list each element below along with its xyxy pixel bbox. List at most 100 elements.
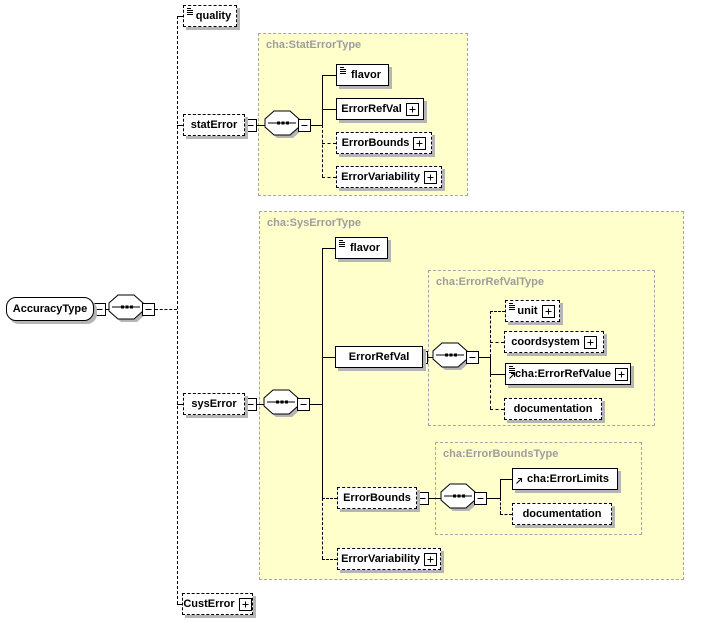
- node-accuracy-type[interactable]: AccuracyType: [6, 297, 94, 321]
- node-label: ErrorRefVal: [348, 350, 410, 363]
- collapse-icon[interactable]: [416, 492, 429, 505]
- sequence-icon[interactable]: [432, 342, 470, 372]
- text-content-icon: [508, 365, 517, 378]
- container-error-ref-val-type: cha:ErrorRefValType: [428, 270, 655, 426]
- connector-line: [490, 374, 505, 375]
- connector-line: [177, 16, 183, 17]
- connector-line: [490, 374, 491, 409]
- node-ref-val-documentation[interactable]: documentation: [504, 398, 602, 420]
- sequence-icon[interactable]: [264, 110, 302, 140]
- node-label: documentation: [522, 507, 602, 520]
- connector-line: [429, 498, 441, 499]
- node-label: flavor: [351, 68, 381, 81]
- connector-line: [479, 357, 490, 358]
- node-stat-flavor[interactable]: flavor: [336, 64, 389, 86]
- node-error-limits[interactable]: cha:ErrorLimits: [512, 468, 618, 490]
- connector-line: [322, 75, 336, 76]
- expand-icon[interactable]: [423, 552, 437, 566]
- node-error-ref-value[interactable]: cha:ErrorRefValue: [505, 363, 631, 385]
- expand-icon[interactable]: [615, 367, 628, 381]
- connector-line: [322, 248, 335, 249]
- node-sys-error[interactable]: sysError: [183, 393, 245, 415]
- connector-line: [257, 125, 265, 126]
- node-sys-flavor[interactable]: flavor: [335, 237, 388, 259]
- node-unit[interactable]: unit: [505, 300, 560, 322]
- expand-icon[interactable]: [423, 170, 437, 184]
- sequence-icon[interactable]: [108, 294, 146, 324]
- node-stat-error-bounds[interactable]: ErrorBounds: [336, 132, 432, 154]
- node-stat-error[interactable]: statError: [183, 114, 245, 136]
- connector-line: [177, 404, 183, 405]
- connector-line: [490, 311, 491, 357]
- connector-line: [177, 604, 182, 605]
- node-sys-error-variability[interactable]: ErrorVariability: [337, 548, 441, 570]
- expand-icon[interactable]: [238, 597, 252, 611]
- node-label: statError: [190, 118, 238, 131]
- connector-line: [310, 404, 322, 405]
- connector-line: [322, 357, 335, 358]
- connector-line: [322, 177, 336, 178]
- connector-line: [106, 309, 110, 310]
- node-label: ErrorVariability: [341, 170, 420, 183]
- container-label: cha:ErrorBoundsType: [443, 448, 559, 460]
- text-content-icon: [339, 66, 348, 79]
- collapse-icon[interactable]: [244, 398, 257, 411]
- collapse-icon[interactable]: [298, 119, 311, 132]
- node-label: CustError: [183, 597, 235, 610]
- connector-line: [177, 16, 178, 604]
- connector-line: [500, 514, 512, 515]
- container-label: cha:SysErrorType: [267, 217, 361, 229]
- container-error-bounds-type: cha:ErrorBoundsType: [435, 442, 642, 535]
- node-quality[interactable]: quality: [183, 5, 237, 27]
- collapse-icon[interactable]: [244, 119, 257, 132]
- connector-line: [500, 498, 501, 514]
- node-label: sysError: [191, 397, 237, 410]
- connector-line: [490, 409, 504, 410]
- node-label: cha:ErrorRefValue: [515, 367, 611, 380]
- connector-line: [490, 357, 491, 374]
- element-reference-icon: [508, 371, 517, 383]
- connector-line: [311, 125, 322, 126]
- node-sys-error-bounds[interactable]: ErrorBounds: [337, 487, 417, 509]
- connector-line: [500, 479, 501, 498]
- expand-icon[interactable]: [405, 102, 419, 116]
- expand-icon[interactable]: [413, 136, 427, 150]
- connector-line: [257, 404, 264, 405]
- sequence-icon[interactable]: [440, 483, 478, 513]
- node-coordsystem[interactable]: coordsystem: [504, 331, 604, 353]
- collapse-icon[interactable]: [93, 303, 106, 316]
- expand-icon[interactable]: [583, 335, 597, 349]
- node-sys-error-ref-val[interactable]: ErrorRefVal: [335, 346, 423, 368]
- node-label: ErrorRefVal: [341, 102, 402, 115]
- connector-line: [322, 109, 336, 110]
- collapse-icon[interactable]: [466, 351, 479, 364]
- text-content-icon: [338, 239, 347, 252]
- node-label: AccuracyType: [12, 302, 88, 315]
- connector-line: [322, 125, 323, 177]
- node-cust-error[interactable]: CustError: [182, 593, 253, 615]
- node-stat-error-variability[interactable]: ErrorVariability: [336, 166, 442, 188]
- connector-line: [322, 75, 323, 125]
- collapse-icon[interactable]: [142, 303, 155, 316]
- connector-line: [490, 311, 505, 312]
- collapse-icon[interactable]: [474, 492, 487, 505]
- node-label: ErrorVariability: [341, 552, 420, 565]
- connector-line: [322, 498, 323, 559]
- connector-line: [487, 498, 500, 499]
- sequence-icon[interactable]: [263, 389, 301, 419]
- node-stat-error-ref-val[interactable]: ErrorRefVal: [336, 98, 424, 120]
- connector-line: [500, 479, 512, 480]
- collapse-icon[interactable]: [297, 398, 310, 411]
- node-label: ErrorBounds: [341, 136, 410, 149]
- expand-icon[interactable]: [541, 304, 555, 318]
- node-label: quality: [195, 9, 232, 22]
- text-content-icon: [186, 7, 195, 20]
- connector-line: [177, 125, 183, 126]
- node-label: coordsystem: [511, 335, 580, 348]
- node-bounds-documentation[interactable]: documentation: [512, 503, 612, 525]
- container-sys-error-type: cha:SysErrorType: [259, 211, 684, 580]
- node-label: flavor: [350, 241, 380, 254]
- node-label: documentation: [513, 402, 593, 415]
- node-label: unit: [517, 304, 538, 317]
